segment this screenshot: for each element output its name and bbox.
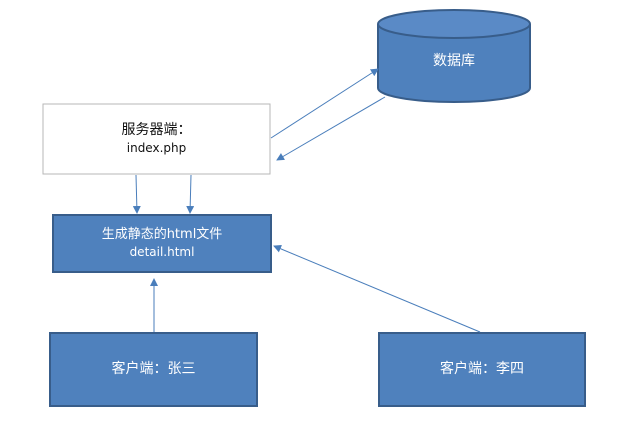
- database-node: [377, 9, 531, 103]
- arrow-li-to-html: [273, 245, 481, 333]
- static-html-box: [52, 214, 272, 273]
- database-body: [377, 24, 531, 103]
- arrow-server-to-database: [270, 68, 379, 139]
- server-box: [42, 103, 271, 175]
- database-top: [377, 9, 531, 39]
- arrow-database-to-server: [276, 96, 386, 161]
- arrow-server-to-html-left: [132, 174, 141, 214]
- client-zhang-box: [49, 332, 258, 407]
- client-li-box: [378, 332, 586, 407]
- arrow-server-to-html-right: [186, 174, 195, 214]
